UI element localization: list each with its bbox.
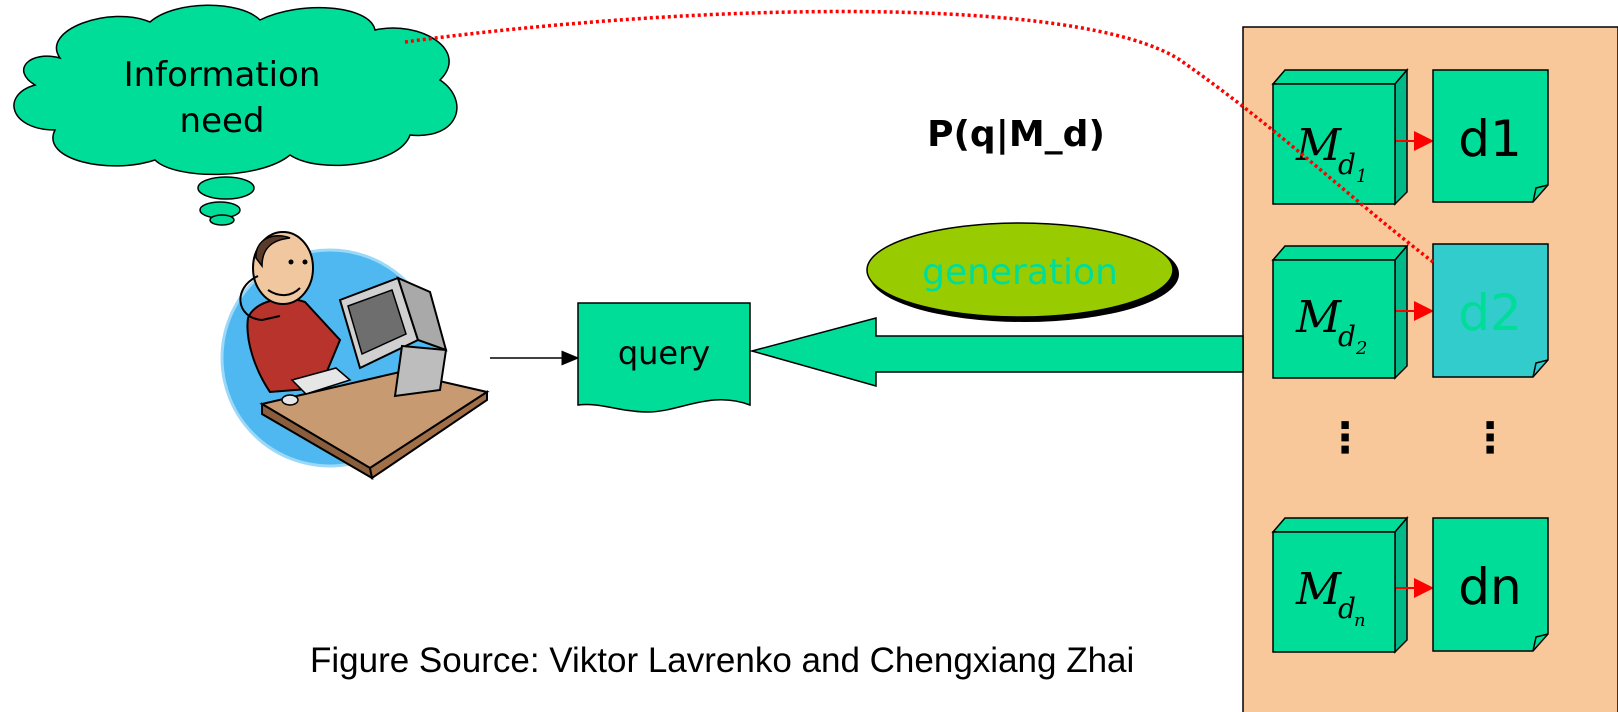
document-dn — [1432, 517, 1549, 652]
generation-arrow — [749, 317, 1244, 387]
probability-label: P(q|M_d) — [927, 114, 1105, 155]
document-d1-fold — [1532, 184, 1549, 203]
models-ellipsis: ⋮ — [1324, 413, 1366, 462]
model-label-n-sub: d — [1338, 592, 1356, 625]
model-label-2-subsub: 2 — [1355, 338, 1367, 359]
model-cube-2 — [1271, 243, 1409, 380]
model-label-1-base: M — [1295, 120, 1342, 171]
generation-label: generation — [922, 252, 1118, 293]
model-label-1-sub: d — [1338, 148, 1356, 181]
user-at-computer-illustration — [220, 231, 490, 480]
information-need-to-d2-connector — [404, 9, 1435, 264]
model-cube-n — [1271, 515, 1409, 654]
document-dn-fold — [1532, 633, 1549, 652]
information-need-cloud — [13, 4, 458, 226]
model-label-n-subsub: n — [1354, 610, 1366, 631]
generation-ellipse — [866, 222, 1174, 318]
document-d1-label: d1 — [1458, 110, 1522, 168]
document-d2 — [1432, 243, 1549, 378]
docs-ellipsis: ⋮ — [1469, 413, 1511, 462]
document-d2-label: d2 — [1458, 284, 1522, 342]
cloud-text-line1: Information — [124, 55, 321, 95]
figure-caption: Figure Source: Viktor Lavrenko and Cheng… — [310, 641, 1134, 680]
cloud-text-line2: need — [180, 101, 265, 141]
query-document — [577, 302, 751, 413]
model-label-n-base: M — [1295, 564, 1342, 615]
document-d1 — [1432, 69, 1549, 203]
model-label-1-subsub: 1 — [1356, 166, 1367, 187]
model-label-2-sub: d — [1338, 320, 1356, 353]
model-label-2-base: M — [1295, 292, 1342, 343]
query-label: query — [618, 334, 710, 372]
model-cube-1 — [1271, 67, 1409, 206]
document-d2-fold — [1532, 359, 1549, 378]
document-dn-label: dn — [1458, 558, 1521, 616]
